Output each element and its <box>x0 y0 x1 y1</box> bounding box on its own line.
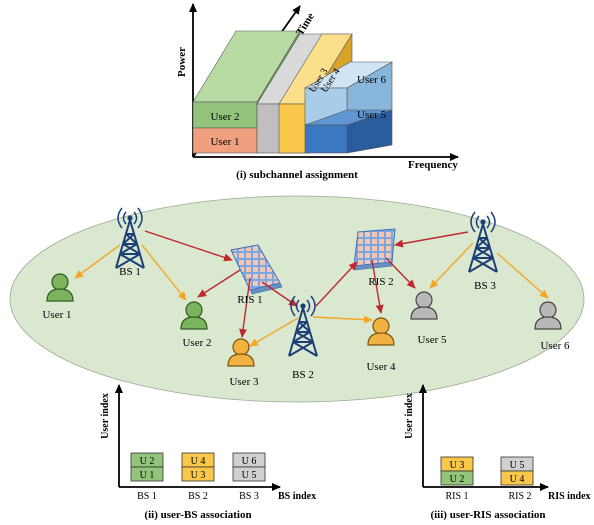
ris-links <box>144 230 469 338</box>
user-2-label: User 2 <box>182 337 211 349</box>
user-bs-u6-text: U 6 <box>242 456 257 467</box>
user-ris-cell-u2 <box>440 470 474 486</box>
frequency-axis-label: Frequency <box>408 159 458 171</box>
block-label-user-5: User 5 <box>357 109 387 121</box>
bs-2-tower <box>288 295 318 357</box>
user-3-label: User 3 <box>229 376 259 388</box>
user-ris-association-panel: User index RIS index U 3 U 2 RIS 1 U 5 U… <box>404 384 591 521</box>
block-label-user-6: User 6 <box>357 74 387 86</box>
user-bs-bs1-label: BS 1 <box>137 491 157 502</box>
user-bs-caption: (ii) user-BS association <box>144 509 251 521</box>
user-4-icon <box>367 317 395 346</box>
network-area: BS 1 BS 2 BS 3 RIS 1 RIS 2 User 1 User 2… <box>9 195 585 403</box>
direct-links <box>74 242 549 347</box>
user-bs-u2-text: U 2 <box>140 456 155 467</box>
user-3-icon <box>227 338 255 367</box>
ris-1-panel <box>230 244 283 295</box>
user-ris-u3-text: U 3 <box>450 460 465 471</box>
user-bs-association-panel: User index BS index U 2 U 1 BS 1 U 4 U 3… <box>100 384 316 521</box>
ris-2-panel <box>353 228 396 271</box>
user-ris-u5-text: U 5 <box>510 460 525 471</box>
user-ris-y-label: User index <box>404 393 415 439</box>
user-bs-bs3-label: BS 3 <box>239 491 259 502</box>
user-bs-x-label: BS index <box>278 491 316 502</box>
user-bs-u4-text: U 4 <box>191 456 206 467</box>
block-label-user-2: User 2 <box>210 111 239 123</box>
user-ris-x-label: RIS index <box>548 491 591 502</box>
user-1-label: User 1 <box>42 309 71 321</box>
user-ris-cell-u4 <box>500 470 534 486</box>
bs-2-label: BS 2 <box>292 369 314 381</box>
user-6-label: User 6 <box>540 340 570 352</box>
user-bs-cell-u5 <box>232 466 266 482</box>
user-ris-u2-text: U 2 <box>450 474 465 485</box>
user-bs-y-label: User index <box>100 393 111 439</box>
ris-1-label: RIS 1 <box>237 294 262 306</box>
user-bs-cell-u3 <box>181 466 215 482</box>
block-label-user-1: User 1 <box>210 136 239 148</box>
user-1-icon <box>46 273 74 302</box>
user-ris-ris1-label: RIS 1 <box>445 491 468 502</box>
bs-1-tower <box>115 207 145 269</box>
bs-3-label: BS 3 <box>474 280 496 292</box>
ris-2-label: RIS 2 <box>368 276 393 288</box>
user-bs-bs2-label: BS 2 <box>188 491 208 502</box>
user-ris-ris2-label: RIS 2 <box>508 491 531 502</box>
user-bs-u3-text: U 3 <box>191 470 206 481</box>
power-axis-label: Power <box>176 47 188 77</box>
user-bs-cell-u1 <box>130 466 164 482</box>
subchannel-caption: (i) subchannel assignment <box>236 169 358 181</box>
user-5-icon <box>410 291 438 320</box>
user-bs-u5-text: U 5 <box>242 470 257 481</box>
user-ris-u4-text: U 4 <box>510 474 525 485</box>
user-6-icon <box>534 301 562 330</box>
bs-3-tower <box>468 211 498 273</box>
user-2-icon <box>180 301 208 330</box>
bs-1-label: BS 1 <box>119 266 141 278</box>
user-bs-u1-text: U 1 <box>140 470 155 481</box>
user-4-label: User 4 <box>366 361 396 373</box>
subchannel-assignment-panel: Power Time Frequency User 1 User 2 User … <box>176 3 459 181</box>
user-5-label: User 5 <box>417 334 447 346</box>
user-ris-caption: (iii) user-RIS association <box>430 509 545 521</box>
